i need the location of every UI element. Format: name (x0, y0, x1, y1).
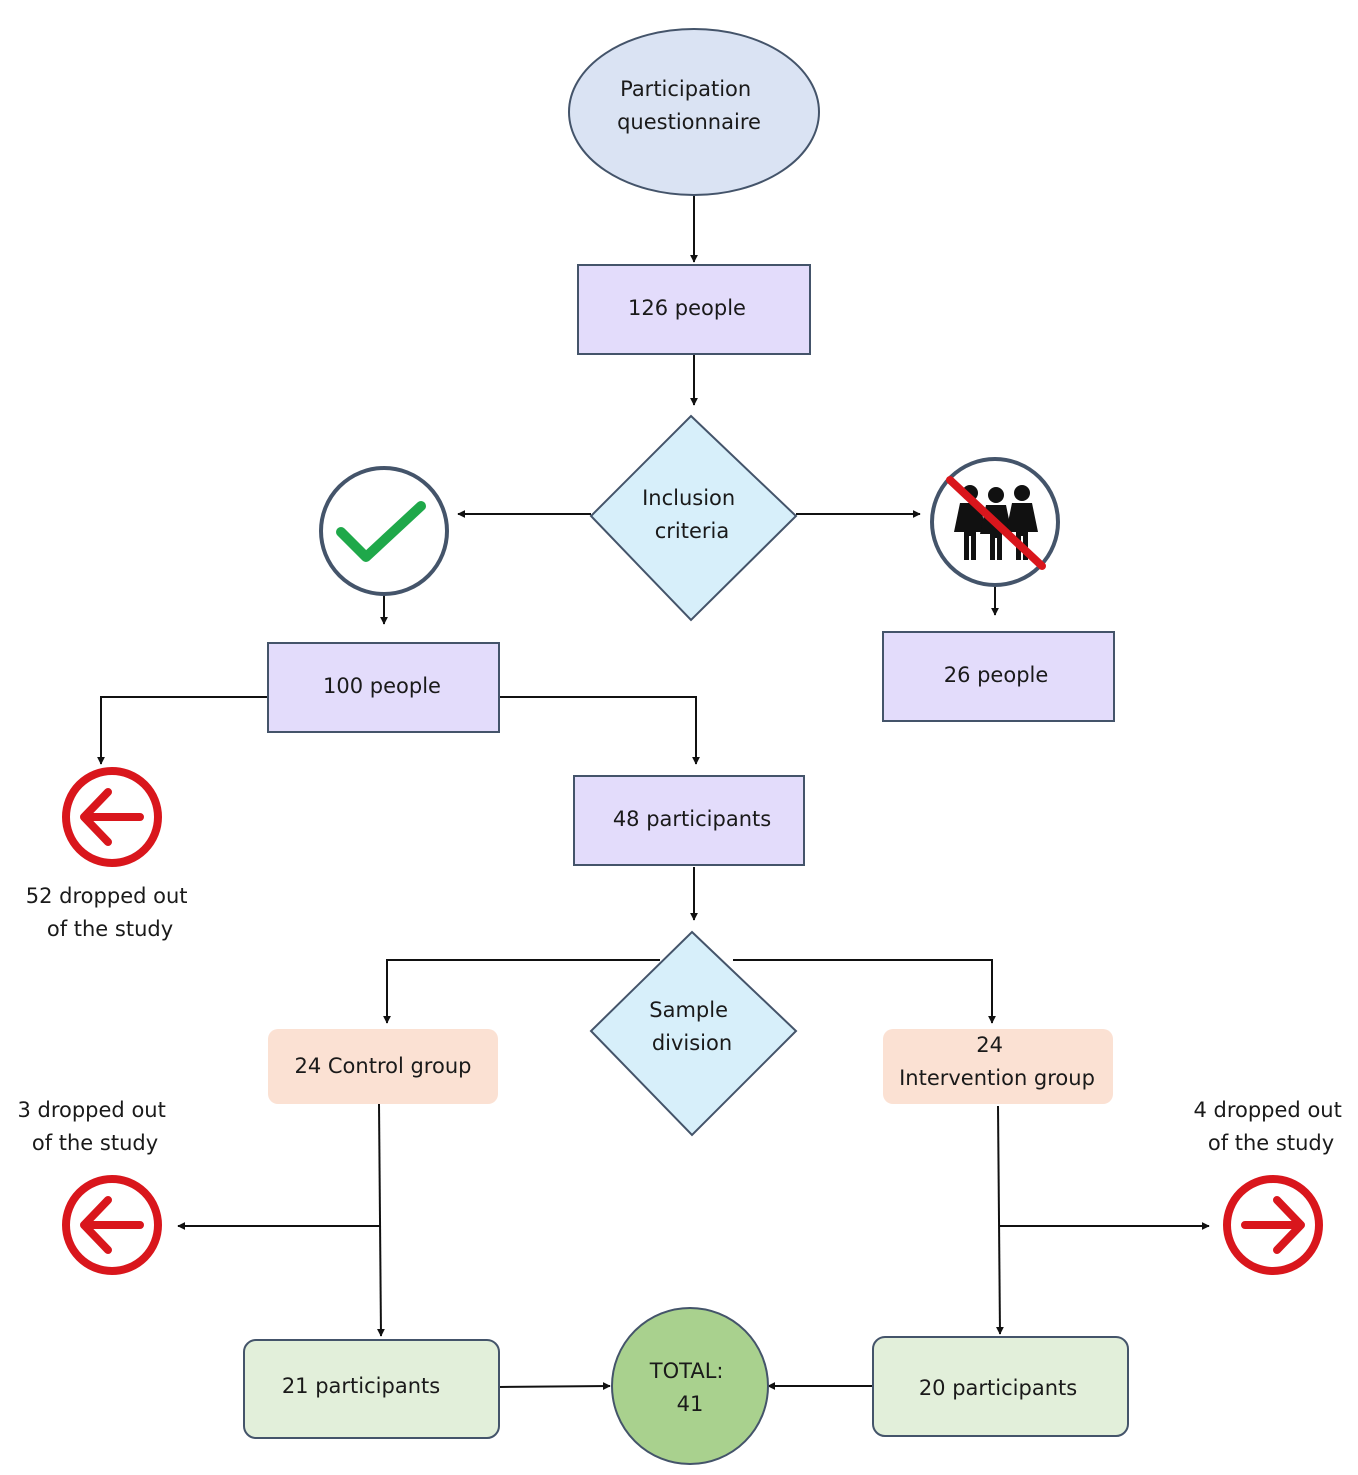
dropped-main-label: 52 dropped out of the study (26, 884, 194, 941)
control-node: 24 Control group (268, 1029, 498, 1104)
dropout-main-arrow (80, 788, 144, 846)
participants-node: 48 participants (573, 775, 805, 866)
connector-included-participants (499, 696, 700, 765)
dropped-intervention-label-line: of the study (1208, 1131, 1334, 1155)
control-label-line: 24 Control group (295, 1054, 472, 1078)
person-body (1006, 503, 1038, 560)
no-people-icon (930, 457, 1060, 587)
person-body (954, 503, 986, 560)
connectors (97, 196, 1210, 1391)
start-ellipse (568, 28, 820, 196)
inclusion-label-line: Inclusion (642, 486, 735, 510)
registered-box (577, 264, 811, 355)
division-label-line: Sample (649, 998, 728, 1022)
dropout-control-arrow (80, 1196, 144, 1254)
intervention-final-node: 20 participants (872, 1336, 1129, 1437)
registered-label-line: 126 people (628, 296, 746, 320)
included-node: 100 people (267, 642, 500, 733)
control-final-label-line: 21 participants (282, 1374, 440, 1398)
included-label: 100 people (323, 674, 441, 698)
no-entry-slash (946, 476, 1046, 570)
dropout-intervention-arrow (1241, 1196, 1305, 1254)
control-box (268, 1029, 498, 1104)
registered-label: 126 people (628, 296, 746, 320)
person-head (988, 487, 1004, 503)
arrow-circle-icon (62, 767, 162, 867)
included-label-line: 100 people (323, 674, 441, 698)
dropped-main-label-line: 52 dropped out (26, 884, 188, 908)
dropped-main-label-line: of the study (47, 917, 173, 941)
participants-label: 48 participants (613, 807, 771, 831)
inclusion-node: Inclusion criteria (589, 414, 798, 622)
division-node: Sample division (589, 930, 798, 1137)
dropped-intervention-label: 4 dropped out of the study (1193, 1098, 1348, 1155)
division-label-line: division (652, 1031, 732, 1055)
dropped-control-label-line: 3 dropped out (17, 1098, 165, 1122)
connector-included-dropout (97, 696, 268, 765)
check-mark (336, 501, 426, 562)
connector-division-control (383, 959, 660, 1024)
dropped-control-label: 3 dropped out of the study (17, 1098, 172, 1155)
inclusion-diamond (589, 414, 798, 622)
start-label: Participation questionnaire (617, 77, 761, 134)
division-diamond (589, 930, 798, 1137)
inclusion-label: Inclusion criteria (642, 486, 742, 543)
total-label-line: TOTAL: (649, 1359, 724, 1383)
control-final-label: 21 participants (282, 1374, 440, 1398)
person-head (1014, 485, 1030, 501)
dropped-intervention-label-line: 4 dropped out (1193, 1098, 1341, 1122)
control-final-box (243, 1339, 500, 1439)
intervention-final-label: 20 participants (919, 1376, 1077, 1400)
excluded-box (882, 631, 1115, 722)
intervention-label-line: Intervention group (899, 1066, 1095, 1090)
intervention-box (883, 1029, 1113, 1104)
intervention-final-label-line: 20 participants (919, 1376, 1077, 1400)
start-label-line: questionnaire (617, 110, 761, 134)
total-label-line: 41 (677, 1392, 704, 1416)
dropped-control-label-line: of the study (32, 1131, 158, 1155)
control-final-node: 21 participants (243, 1339, 500, 1439)
connector-division-intervention (733, 959, 996, 1024)
intervention-node: 24 Intervention group (883, 1029, 1113, 1104)
division-label: Sample division (649, 998, 734, 1055)
connector-control-total (498, 1382, 611, 1391)
excluded-node: 26 people (882, 631, 1115, 722)
included-box (267, 642, 500, 733)
total-circle (611, 1307, 769, 1465)
check-circle (319, 466, 449, 596)
check-circle-icon (319, 466, 449, 596)
control-label: 24 Control group (295, 1054, 472, 1078)
start-label-line: Participation (620, 77, 751, 101)
registered-node: 126 people (577, 264, 811, 355)
participants-box (573, 775, 805, 866)
total-node: TOTAL: 41 (611, 1307, 769, 1465)
arrow-circle-icon (1223, 1175, 1323, 1275)
intervention-label: 24 Intervention group (899, 1033, 1095, 1090)
excluded-label: 26 people (944, 663, 1049, 687)
inclusion-label-line: criteria (655, 519, 730, 543)
connector-control-final (376, 1103, 385, 1337)
arrow-circle-icon (62, 1175, 162, 1275)
connector-intervention-final (995, 1105, 1004, 1335)
participants-label-line: 48 participants (613, 807, 771, 831)
intervention-label-line: 24 (976, 1033, 1003, 1057)
excluded-label-line: 26 people (944, 663, 1049, 687)
intervention-final-box (872, 1336, 1129, 1437)
total-label: TOTAL: 41 (649, 1359, 730, 1416)
start-node: Participation questionnaire (568, 28, 820, 196)
